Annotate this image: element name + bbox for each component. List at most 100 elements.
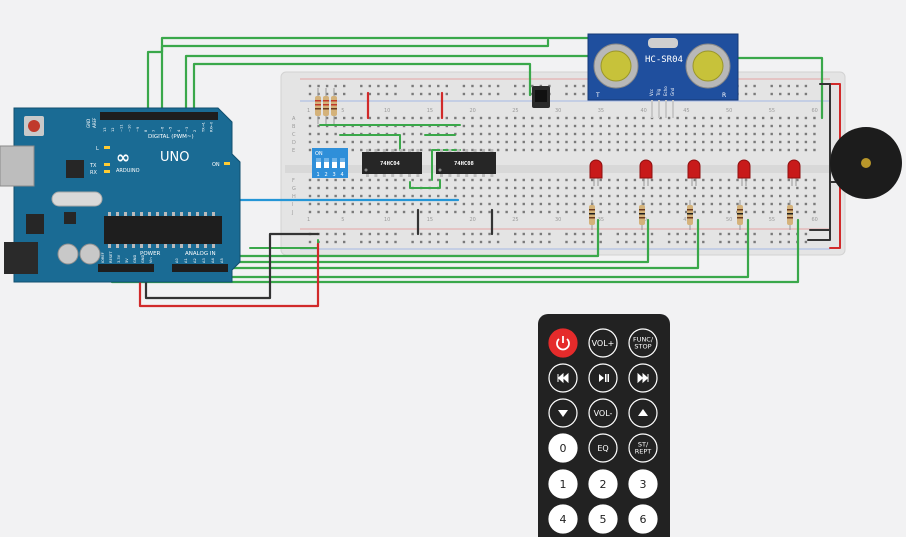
bb-hole[interactable] <box>565 202 568 206</box>
bb-hole[interactable] <box>685 186 688 190</box>
bb-hole[interactable] <box>505 124 508 128</box>
rail-hole[interactable] <box>744 92 748 96</box>
bb-hole[interactable] <box>437 140 440 144</box>
bb-hole[interactable] <box>351 140 354 144</box>
rail-hole[interactable] <box>676 232 679 236</box>
bb-hole[interactable] <box>625 148 628 152</box>
bb-hole[interactable] <box>761 202 765 206</box>
bb-hole[interactable] <box>454 210 457 214</box>
bb-hole[interactable] <box>693 202 696 206</box>
bb-hole[interactable] <box>633 210 637 214</box>
bb-hole[interactable] <box>385 140 389 144</box>
rail-hole[interactable] <box>736 232 739 236</box>
bb-hole[interactable] <box>770 124 773 128</box>
bb-hole[interactable] <box>385 186 389 190</box>
remote-button-shape[interactable] <box>588 469 618 499</box>
bb-hole[interactable] <box>582 148 585 152</box>
bb-hole[interactable] <box>616 178 619 182</box>
bb-hole[interactable] <box>471 148 474 152</box>
bb-hole[interactable] <box>582 186 585 190</box>
bb-hole[interactable] <box>334 140 337 144</box>
rail-hole[interactable] <box>445 84 448 88</box>
bb-hole[interactable] <box>779 148 782 152</box>
bb-hole[interactable] <box>360 202 363 206</box>
bb-hole[interactable] <box>325 186 329 190</box>
rail-hole[interactable] <box>650 240 654 244</box>
push-button-cap[interactable] <box>535 90 547 102</box>
bb-hole[interactable] <box>505 202 508 206</box>
rail-hole[interactable] <box>360 84 363 88</box>
bb-hole[interactable] <box>744 210 748 214</box>
bb-hole[interactable] <box>633 202 637 206</box>
red-led[interactable] <box>787 159 801 179</box>
bb-hole[interactable] <box>693 194 696 198</box>
bb-hole[interactable] <box>744 186 748 190</box>
rail-hole[interactable] <box>573 232 577 236</box>
wire-green-bb2[interactable] <box>339 134 401 151</box>
bb-hole[interactable] <box>676 140 679 144</box>
bb-hole[interactable] <box>548 194 551 198</box>
bb-hole[interactable] <box>377 210 380 214</box>
rail-hole[interactable] <box>334 84 337 88</box>
bb-hole[interactable] <box>753 140 756 144</box>
remote-button-play-pause[interactable] <box>588 363 618 393</box>
bb-hole[interactable] <box>308 202 312 206</box>
rail-hole[interactable] <box>744 240 748 244</box>
rail-hole[interactable] <box>753 92 756 96</box>
bb-hole[interactable] <box>727 194 731 198</box>
bb-hole[interactable] <box>642 186 645 190</box>
bb-hole[interactable] <box>719 124 722 128</box>
rail-hole[interactable] <box>437 240 440 244</box>
bb-hole[interactable] <box>599 124 602 128</box>
bb-hole[interactable] <box>659 194 662 198</box>
bb-hole[interactable] <box>650 210 654 214</box>
bb-hole[interactable] <box>548 202 551 206</box>
rail-hole[interactable] <box>437 84 440 88</box>
bb-hole[interactable] <box>590 132 594 136</box>
bb-hole[interactable] <box>744 116 748 120</box>
ic-74hc04[interactable]: 74HC04 <box>362 149 422 177</box>
bb-hole[interactable] <box>334 116 337 120</box>
rail-hole[interactable] <box>343 232 346 236</box>
bb-hole[interactable] <box>454 194 457 198</box>
wire-green-echo[interactable] <box>184 54 594 120</box>
bb-hole[interactable] <box>428 116 431 120</box>
bb-hole[interactable] <box>727 148 731 152</box>
bb-hole[interactable] <box>565 178 568 182</box>
bb-hole[interactable] <box>514 210 517 214</box>
bb-hole[interactable] <box>616 210 619 214</box>
bb-hole[interactable] <box>633 148 637 152</box>
bb-hole[interactable] <box>753 210 756 214</box>
remote-button-3[interactable]: 3 <box>628 469 658 499</box>
bb-hole[interactable] <box>539 194 543 198</box>
bb-hole[interactable] <box>676 210 679 214</box>
rail-hole[interactable] <box>343 92 346 96</box>
bb-hole[interactable] <box>573 194 577 198</box>
bb-hole[interactable] <box>787 140 790 144</box>
bb-hole[interactable] <box>462 148 466 152</box>
bb-hole[interactable] <box>676 194 679 198</box>
bb-hole[interactable] <box>377 116 380 120</box>
bb-hole[interactable] <box>351 186 354 190</box>
bb-hole[interactable] <box>496 178 500 182</box>
bb-hole[interactable] <box>411 140 414 144</box>
bb-hole[interactable] <box>659 116 662 120</box>
rail-hole[interactable] <box>676 240 679 244</box>
digital-header[interactable] <box>100 112 218 120</box>
bb-hole[interactable] <box>813 132 816 136</box>
bb-hole[interactable] <box>402 178 406 182</box>
rail-hole[interactable] <box>428 232 431 236</box>
bb-hole[interactable] <box>573 178 577 182</box>
bb-hole[interactable] <box>573 210 577 214</box>
bb-hole[interactable] <box>496 186 500 190</box>
bb-hole[interactable] <box>813 124 816 128</box>
bb-hole[interactable] <box>616 132 619 136</box>
rail-hole[interactable] <box>522 92 525 96</box>
bb-hole[interactable] <box>522 210 525 214</box>
bb-hole[interactable] <box>308 116 312 120</box>
bb-hole[interactable] <box>445 178 448 182</box>
remote-button-shape[interactable] <box>588 398 618 428</box>
bb-hole[interactable] <box>454 132 457 136</box>
bb-hole[interactable] <box>744 124 748 128</box>
bb-hole[interactable] <box>693 116 696 120</box>
